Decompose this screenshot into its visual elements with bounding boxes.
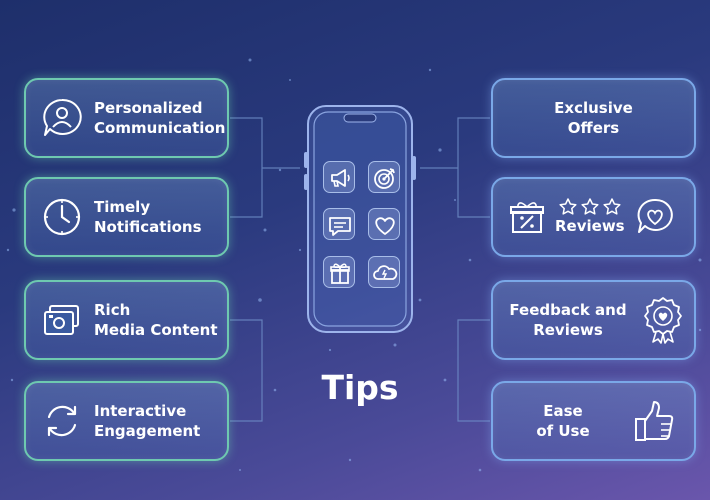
phone-app-target bbox=[368, 161, 400, 193]
card-ease-of-use: Ease of Use bbox=[491, 381, 696, 461]
photos-icon bbox=[44, 305, 79, 335]
heart-icon bbox=[375, 217, 395, 235]
card-line1: Personalized bbox=[94, 99, 203, 117]
card-line1: Rich bbox=[94, 301, 131, 319]
card-reviews: Reviews bbox=[491, 177, 696, 257]
card-line2: Offers bbox=[567, 119, 620, 137]
phone-app-megaphone bbox=[323, 161, 355, 193]
award-badge-icon bbox=[644, 297, 682, 344]
phone-illustration bbox=[304, 105, 416, 333]
diagram-title: Tips bbox=[321, 368, 399, 407]
card-line1: Interactive bbox=[94, 402, 187, 420]
card-line2: Media Content bbox=[94, 321, 218, 339]
thumbs-up-icon bbox=[635, 401, 674, 441]
gift-icon bbox=[330, 263, 350, 284]
card-line2: Reviews bbox=[533, 321, 603, 339]
card-line2: of Use bbox=[536, 422, 590, 440]
card-line2: Engagement bbox=[94, 422, 201, 440]
chat-bubble-icon bbox=[329, 217, 351, 236]
clock-icon bbox=[43, 198, 81, 236]
cloud-icon bbox=[373, 265, 398, 280]
phone-app-heart bbox=[368, 208, 400, 240]
card-line1: Timely bbox=[94, 198, 151, 216]
card-line2: Notifications bbox=[94, 218, 202, 236]
refresh-arrows-icon bbox=[47, 405, 77, 437]
phone-app-cloud bbox=[368, 256, 400, 288]
card-line1: Reviews bbox=[555, 217, 625, 235]
target-icon bbox=[374, 168, 395, 189]
phone-app-chat bbox=[323, 208, 355, 240]
card-line2: Communication bbox=[94, 119, 226, 137]
card-line1: Exclusive bbox=[554, 99, 633, 117]
card-line1: Ease bbox=[543, 402, 583, 420]
user-chat-icon bbox=[43, 98, 82, 136]
heart-bubble-icon bbox=[637, 198, 673, 233]
megaphone-icon bbox=[331, 169, 350, 187]
card-line1: Feedback and bbox=[509, 301, 627, 319]
phone-app-gift bbox=[323, 256, 355, 288]
gift-percent-icon bbox=[510, 202, 544, 233]
stars-rating-icon bbox=[559, 198, 621, 215]
